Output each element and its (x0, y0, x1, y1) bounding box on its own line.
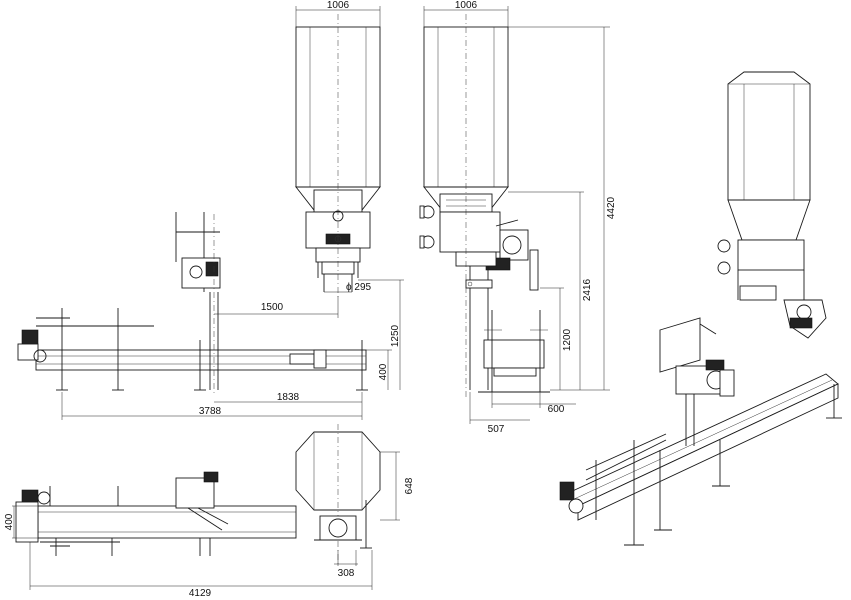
dim-label: ϕ 295 (346, 282, 372, 293)
side-view-hopper (419, 14, 550, 400)
isometric-conveyor (559, 317, 842, 546)
dim-label: 308 (338, 568, 355, 579)
dim-spout-height: 2416 (508, 191, 593, 390)
dim-frame-height: 1250 (358, 279, 404, 390)
dim-discharge-diameter: ϕ 295 (324, 282, 372, 293)
plan-view-conveyor (15, 424, 381, 566)
dim-label: 4420 (606, 196, 617, 219)
dim-conveyor-length-plan: 4129 (29, 542, 373, 599)
dim-label: 1200 (562, 328, 573, 351)
dim-label: 4129 (189, 588, 212, 599)
dim-label: 600 (548, 404, 565, 415)
dim-label: 400 (378, 363, 389, 380)
dim-side-hopper-width: 1006 (423, 0, 509, 30)
isometric-hopper (717, 71, 827, 339)
dim-label: 2416 (582, 278, 593, 301)
dim-conveyor-height: 400 (366, 349, 392, 390)
dim-front-hopper-width: 1006 (295, 0, 381, 30)
dim-conveyor-width: 400 (4, 505, 38, 539)
dim-label: 1250 (390, 324, 401, 347)
dim-conveyor-section: 1838 (214, 392, 363, 406)
dim-hopper-offset: 1500 (214, 296, 339, 318)
dim-label: 1500 (261, 302, 284, 313)
dim-label: 400 (4, 513, 15, 530)
dim-label: 3788 (199, 406, 222, 417)
dim-label: 1006 (455, 0, 478, 11)
dim-label: 1838 (277, 392, 300, 403)
dim-hopper-plan-width: 648 (380, 451, 415, 521)
front-view-conveyor (17, 212, 368, 396)
dim-conveyor-length-front: 3788 (61, 392, 363, 420)
dim-label: 507 (488, 424, 505, 435)
dim-spout-plan-width: 308 (334, 550, 358, 579)
dim-side-base: 600 507 (469, 392, 576, 435)
dim-label: 648 (404, 477, 415, 494)
front-view-hopper (295, 14, 381, 300)
dim-bag-height: 1200 (540, 287, 573, 390)
dim-label: 1006 (327, 0, 350, 11)
